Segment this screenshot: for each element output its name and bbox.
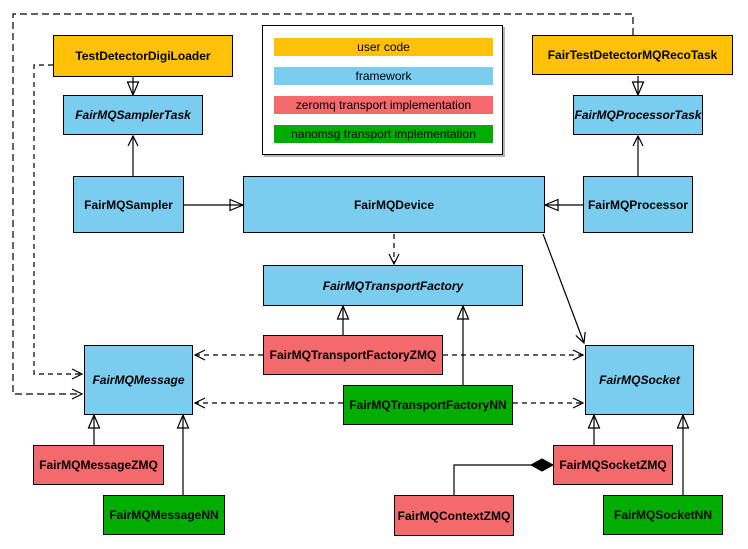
class-name: TestDetectorDigiLoader bbox=[75, 49, 211, 63]
legend-label: nanomsg transport implementation bbox=[291, 127, 476, 141]
class-box-test-detector-digi-loader: TestDetectorDigiLoader bbox=[53, 35, 233, 77]
class-name: FairMQMessageZMQ bbox=[39, 458, 158, 472]
class-name: FairMQSamplerTask bbox=[75, 108, 191, 122]
legend-item-user-code: user code bbox=[274, 38, 493, 56]
class-box-fairmq-socket-zmq: FairMQSocketZMQ bbox=[553, 445, 673, 485]
class-name: FairMQSocket bbox=[599, 373, 680, 387]
class-box-fairmq-socket-nn: FairMQSocketNN bbox=[603, 495, 723, 535]
class-name: FairMQTransportFactoryNN bbox=[349, 398, 507, 412]
legend-item-nanomsg: nanomsg transport implementation bbox=[274, 125, 493, 143]
class-box-fairmq-device: FairMQDevice bbox=[243, 176, 545, 233]
class-name: FairMQTransportFactoryZMQ bbox=[269, 348, 437, 362]
legend-label: user code bbox=[357, 40, 410, 54]
class-box-fairmq-sampler: FairMQSampler bbox=[73, 176, 184, 233]
class-box-fairmq-message-nn: FairMQMessageNN bbox=[103, 495, 225, 535]
class-box-fairmq-socket: FairMQSocket bbox=[585, 345, 694, 415]
class-name: FairMQDevice bbox=[353, 197, 435, 212]
association-device-to-socket bbox=[542, 233, 586, 345]
class-box-fairmq-transport-factory: FairMQTransportFactory bbox=[263, 265, 523, 306]
composition-socketzmq-contextzmq-line bbox=[453, 464, 531, 495]
class-name: FairTestDetectorMQRecoTask bbox=[547, 48, 718, 62]
class-box-fairmq-transport-factory-nn: FairMQTransportFactoryNN bbox=[343, 385, 513, 425]
class-name: FairMQSocketZMQ bbox=[559, 458, 667, 472]
class-name: FairMQProcessor bbox=[587, 197, 689, 212]
legend-label: framework bbox=[355, 69, 412, 83]
class-name: FairMQTransportFactory bbox=[322, 278, 464, 293]
legend-item-zeromq: zeromq transport implementation bbox=[274, 96, 493, 114]
class-box-fairmq-processor-task: FairMQProcessorTask bbox=[573, 95, 703, 135]
class-box-fairmq-transport-factory-zmq: FairMQTransportFactoryZMQ bbox=[263, 335, 443, 375]
class-box-fairmq-processor: FairMQProcessor bbox=[583, 176, 693, 233]
class-name: FairMQMessage bbox=[92, 373, 185, 387]
class-name: FairMQSampler bbox=[84, 197, 173, 212]
class-name: FairMQMessageNN bbox=[109, 508, 219, 522]
class-name: FairMQContextZMQ bbox=[397, 508, 511, 523]
composition-diamond bbox=[529, 458, 555, 472]
legend-label: zeromq transport implementation bbox=[295, 98, 472, 112]
class-box-fairmq-message-zmq: FairMQMessageZMQ bbox=[33, 445, 164, 485]
legend: user code framework zeromq transport imp… bbox=[262, 25, 503, 155]
class-name: FairMQProcessorTask bbox=[574, 108, 702, 122]
class-box-fairmq-sampler-task: FairMQSamplerTask bbox=[63, 95, 203, 135]
class-box-fairmq-context-zmq: FairMQContextZMQ bbox=[394, 495, 514, 536]
class-name: FairMQSocketNN bbox=[613, 508, 713, 522]
class-box-fairmq-message: FairMQMessage bbox=[84, 345, 193, 415]
class-box-fair-test-detector-mq-reco-task: FairTestDetectorMQRecoTask bbox=[532, 35, 733, 75]
legend-item-framework: framework bbox=[274, 67, 493, 85]
